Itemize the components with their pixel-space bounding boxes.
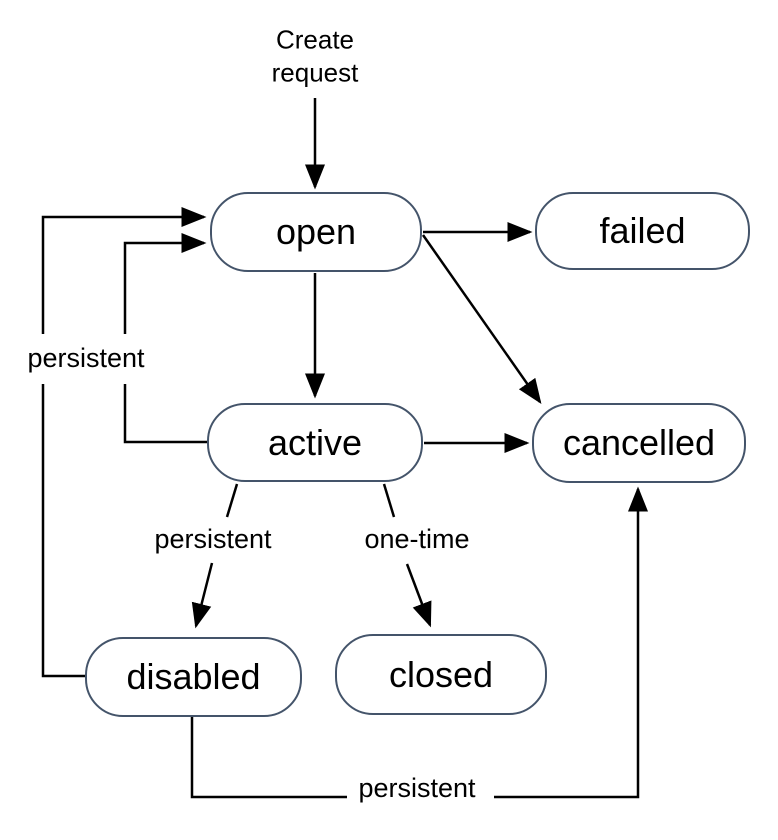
state-label-failed: failed	[599, 210, 686, 251]
edge-active-closed-segment	[382, 483, 396, 518]
edge-label-persistent-bottom: persistent	[358, 772, 476, 806]
edge-label-one-time: one-time	[364, 523, 470, 557]
edge-active-closed-arrow	[405, 563, 432, 628]
edge-active-open-arrow	[123, 233, 207, 334]
state-label-open: open	[275, 211, 357, 252]
edge-disabled-open-segment	[41, 384, 86, 678]
state-node-active: active	[207, 403, 423, 482]
state-node-cancelled: cancelled	[532, 403, 746, 483]
edge-open-cancelled	[421, 234, 542, 405]
state-label-active: active	[267, 421, 363, 463]
state-label-disabled: disabled	[126, 656, 261, 697]
edge-active-disabled-arrow	[191, 562, 214, 629]
edge-active-disabled-segment	[225, 483, 239, 518]
state-node-disabled: disabled	[85, 637, 302, 717]
edge-label-persistent-left: persistent	[27, 342, 145, 376]
edge-disabled-open-arrow	[41, 207, 207, 334]
edge-label-create-request: Create request	[250, 23, 380, 89]
state-node-closed: closed	[335, 634, 547, 715]
state-label-cancelled: cancelled	[562, 422, 716, 463]
edge-label-persistent-mid: persistent	[154, 523, 272, 557]
state-node-open: open	[210, 192, 422, 272]
state-label-closed: closed	[388, 653, 494, 695]
edge-disabled-cancelled-segment	[190, 716, 347, 799]
state-node-failed: failed	[535, 192, 750, 270]
edge-active-open-segment	[123, 384, 208, 444]
edge-disabled-cancelled-arrow	[494, 486, 648, 799]
